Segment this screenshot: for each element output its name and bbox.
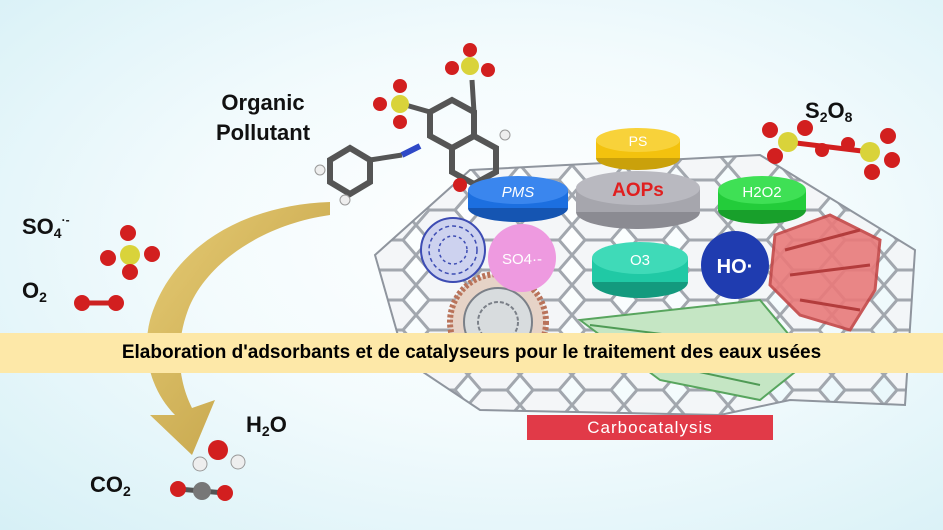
s2o8-sub2: 8 bbox=[844, 109, 853, 125]
h2o-base: H bbox=[246, 412, 262, 437]
o2-label: O2 bbox=[22, 278, 47, 305]
organic-pollutant-label: Organic Pollutant bbox=[198, 88, 328, 148]
oxygen-molecule bbox=[74, 295, 124, 311]
water-molecule bbox=[192, 440, 246, 472]
fullerene-molecule bbox=[420, 217, 486, 283]
disc-ho-label: HO· bbox=[717, 256, 754, 278]
carbon-dioxide-molecule bbox=[170, 481, 233, 501]
s2o8-sub1: 2 bbox=[819, 109, 828, 125]
sulfate-radical-molecule bbox=[100, 225, 160, 280]
carbocatalysis-label: Carbocatalysis bbox=[527, 415, 773, 440]
disc-h2o2: H2O2 bbox=[718, 176, 806, 224]
s2o8-mid: O bbox=[827, 98, 845, 123]
disc-aops-label: AOPs bbox=[612, 180, 664, 201]
organic-pollutant-molecule bbox=[314, 43, 511, 206]
disc-pms: PMS bbox=[468, 176, 568, 222]
so4-sup: ·- bbox=[61, 213, 70, 227]
disc-ps: PS bbox=[596, 128, 680, 170]
h2o-end: O bbox=[269, 412, 287, 437]
h2o-label: H2O bbox=[246, 412, 287, 439]
disc-so4-label: SO4·- bbox=[502, 251, 542, 268]
organic-pollutant-line2: Pollutant bbox=[215, 120, 311, 145]
degradation-arrow bbox=[146, 202, 330, 455]
s2o8-base: S bbox=[805, 98, 820, 123]
persulfate-molecule bbox=[762, 120, 900, 180]
disc-aops: AOPs bbox=[576, 171, 700, 229]
so4-sub: 4 bbox=[53, 225, 62, 241]
disc-so4: SO4·- bbox=[488, 224, 556, 292]
so4-base: SO bbox=[22, 214, 54, 239]
disc-h2o2-label: H2O2 bbox=[742, 184, 781, 201]
co2-label: CO2 bbox=[90, 472, 131, 499]
o2-sub: 2 bbox=[39, 289, 47, 305]
co2-sub: 2 bbox=[123, 483, 131, 499]
so4-label: SO4·- bbox=[22, 213, 70, 241]
disc-ps-label: PS bbox=[629, 133, 648, 149]
organic-pollutant-line1: Organic bbox=[221, 90, 305, 115]
co2-base: CO bbox=[90, 472, 123, 497]
disc-ho: HO· bbox=[701, 231, 769, 299]
s2o8-label: S2O8 bbox=[805, 98, 852, 125]
h2o-sub: 2 bbox=[261, 423, 270, 439]
red-molecular-cluster bbox=[768, 213, 882, 332]
o2-base: O bbox=[22, 278, 40, 303]
title-banner: Elaboration d'adsorbants et de catalyseu… bbox=[0, 333, 943, 373]
disc-o3: O3 bbox=[592, 242, 688, 298]
disc-o3-label: O3 bbox=[630, 252, 650, 269]
disc-pms-label: PMS bbox=[502, 184, 535, 201]
